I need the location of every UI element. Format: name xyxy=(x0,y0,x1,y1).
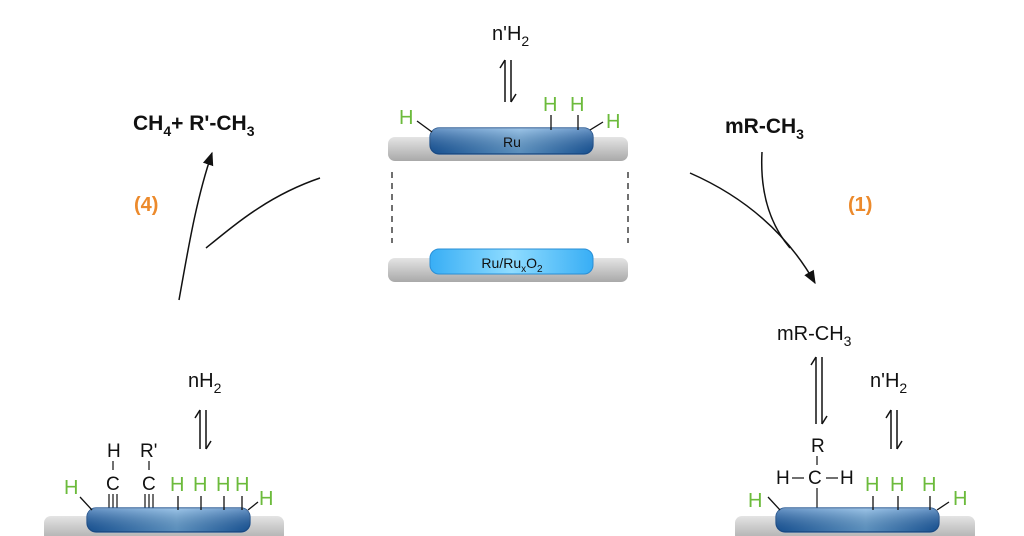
ru-oxide-label: Ru/RuxO2 xyxy=(481,255,543,275)
hydrogen-atom: H xyxy=(170,474,184,496)
equilibrium-arrow-top xyxy=(499,59,517,103)
bottom-right-gas-label: n'H2 xyxy=(870,370,907,396)
hydrogen-atom: H xyxy=(216,474,230,496)
adsorption-arrow-right xyxy=(689,151,816,285)
hydrogen-atom: H xyxy=(953,488,967,510)
hydrogen-atom: H xyxy=(193,474,207,496)
hydrogen-atom: H xyxy=(922,474,936,496)
adsorbed-hydrogens-bottom-left xyxy=(79,496,259,511)
hydrogen-atom: H xyxy=(748,490,762,512)
ru-catalyst-bottom-left xyxy=(44,507,284,536)
hydrogen-atom: H xyxy=(259,488,273,510)
svg-text:mR-CH3: mR-CH3 xyxy=(777,323,852,349)
methyl-adsorbate: R H C H xyxy=(776,436,854,512)
step-label-1: (1) xyxy=(848,194,872,216)
hydrogen-atom: H xyxy=(890,474,904,496)
r-group: R xyxy=(811,436,825,457)
svg-text:CH4+ R'-CH3: CH4+ R'-CH3 xyxy=(133,112,255,139)
hydrogen-atom: H xyxy=(865,474,879,496)
carbon-atom: C xyxy=(106,474,120,495)
ru-oxide-catalyst: Ru/RuxO2 xyxy=(388,248,628,282)
adsorbed-hydrogens-top xyxy=(416,115,604,133)
products-label: CH4+ R'-CH3 xyxy=(133,112,255,139)
hydrogen-atom: H xyxy=(570,94,584,116)
chain-top-atom: H xyxy=(107,441,121,462)
hydrogen-left: H xyxy=(776,468,790,489)
hydrogen-atom: H xyxy=(543,94,557,116)
ru-oxide-particle xyxy=(429,248,594,275)
adsorbed-hydrogens-bottom-right xyxy=(767,496,950,511)
top-gas-label: n'H2 xyxy=(492,23,529,49)
carbon-atom: C xyxy=(808,468,822,489)
svg-text:n'H2: n'H2 xyxy=(492,23,529,49)
bottom-right-reactant-label: mR-CH3 xyxy=(777,323,852,349)
carbyne-chain-1: H C xyxy=(106,441,121,512)
hydrogen-right: H xyxy=(840,468,854,489)
carbyne-chain-2: R' C xyxy=(140,441,157,512)
equilibrium-arrow-bottom-left xyxy=(194,409,212,450)
carbon-atom: C xyxy=(142,474,156,495)
svg-text:nH2: nH2 xyxy=(188,370,222,396)
chain-top-atom: R' xyxy=(140,441,157,462)
ru-label: Ru xyxy=(503,134,521,150)
hydrogen-atom: H xyxy=(399,107,413,129)
equilibrium-arrow-bottom-right-2 xyxy=(885,409,903,450)
svg-text:n'H2: n'H2 xyxy=(870,370,907,396)
ru-catalyst-top: Ru xyxy=(388,127,628,161)
ru-catalyst-bottom-right xyxy=(735,507,975,536)
svg-text:mR-CH3: mR-CH3 xyxy=(725,115,804,142)
hydrogen-atom: H xyxy=(64,477,78,499)
step-label-4: (4) xyxy=(134,194,158,216)
hydrogen-atom: H xyxy=(606,111,620,133)
release-arrow-left xyxy=(178,151,321,301)
bottom-left-gas-label: nH2 xyxy=(188,370,222,396)
reactant-label: mR-CH3 xyxy=(725,115,804,142)
hydrogen-atom: H xyxy=(235,474,249,496)
dashed-connectors xyxy=(391,172,629,243)
equilibrium-arrow-bottom-right-1 xyxy=(810,356,828,425)
